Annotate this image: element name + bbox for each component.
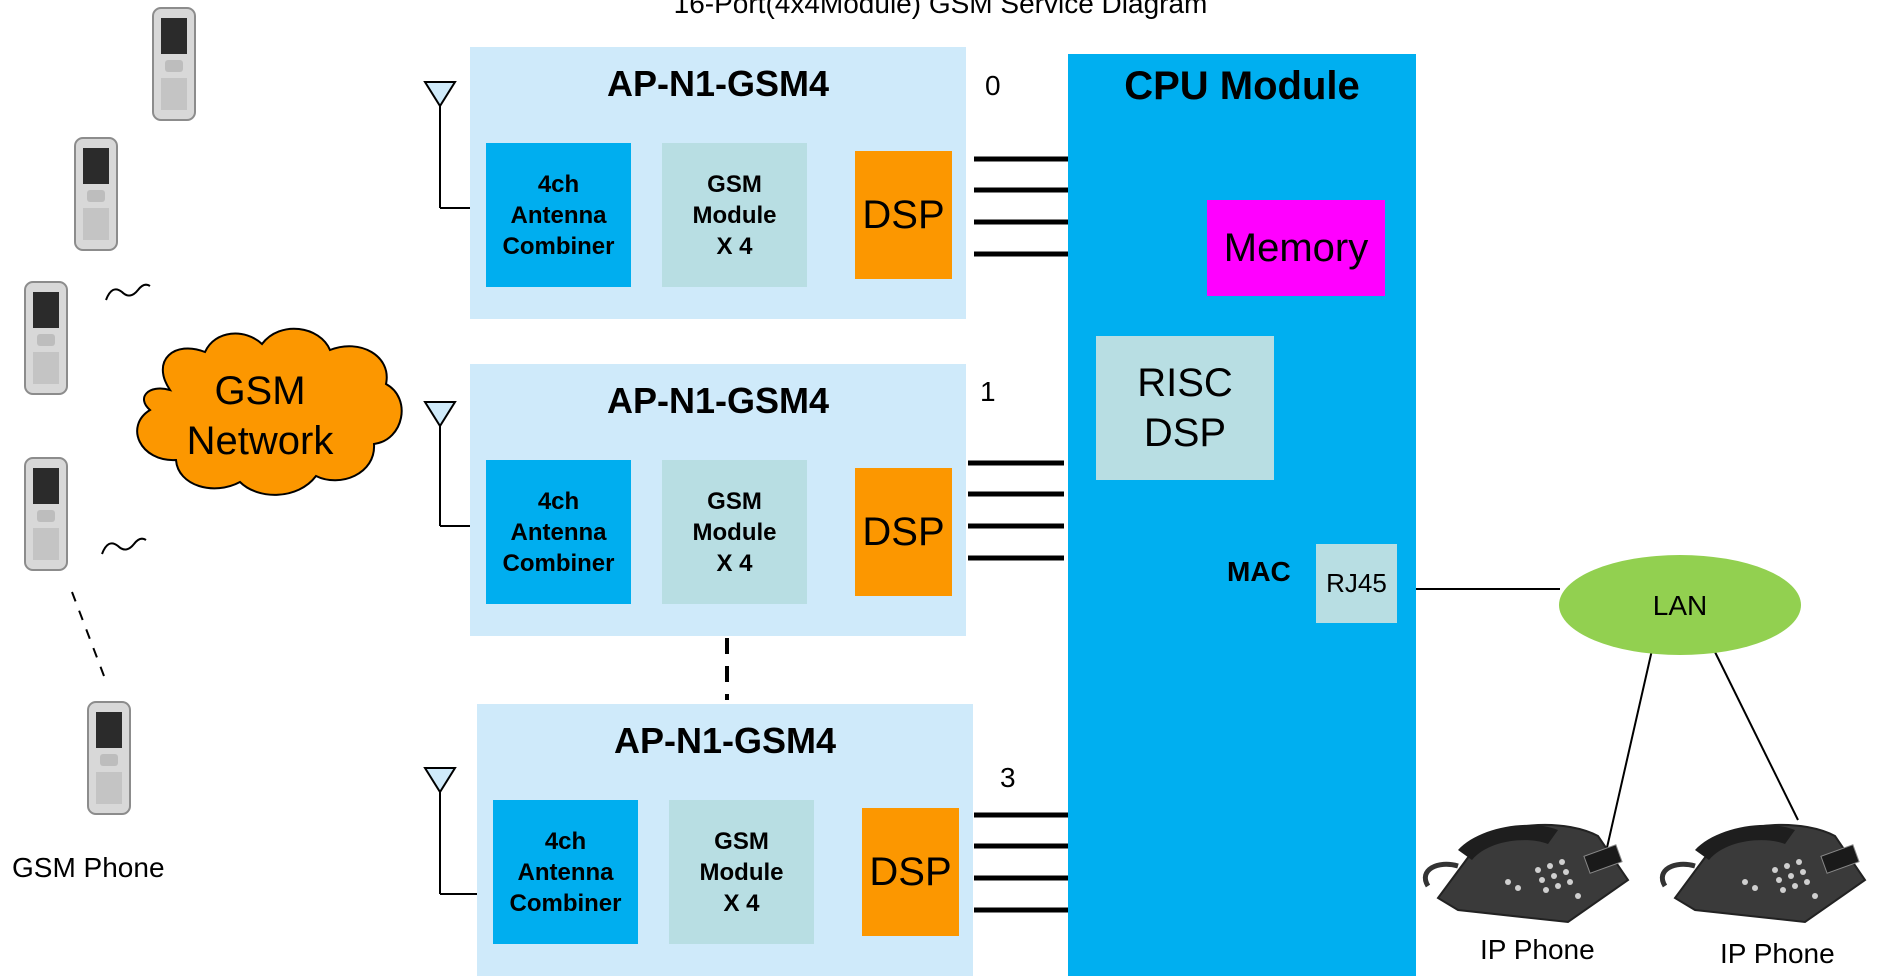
gsm-module-line: GSM Module (692, 170, 777, 229)
gsm-module-block: GSM Module X 4 (662, 143, 807, 287)
mac-label: MAC (1227, 556, 1291, 587)
dsp-block: DSP (855, 151, 952, 279)
dsp-block: DSP (862, 808, 959, 936)
combiner-line: Antenna (510, 201, 607, 229)
combiner-line: 4ch (537, 170, 580, 198)
gsm-module-block: GSM Module X 4 (662, 460, 807, 604)
network-line: Network (186, 419, 334, 463)
gsm-phone-label: GSM Phone (12, 852, 165, 883)
ip-phone-icon (1423, 823, 1630, 924)
combiner-line: Antenna (510, 518, 607, 546)
combiner-line: 4ch (544, 827, 587, 855)
combiner-line: Combiner (509, 889, 622, 917)
lan-phone-link (1713, 649, 1799, 821)
ip-phone-label: IP Phone (1720, 938, 1835, 969)
gsm-network-cloud-icon (136, 327, 403, 496)
combiner-line: Combiner (502, 232, 615, 260)
gsm-module-block: GSM Module X 4 (669, 800, 814, 944)
lan-ellipse (1559, 555, 1801, 655)
wireless-icon (101, 537, 147, 555)
lan-label: LAN (1652, 590, 1708, 621)
gsm-module-line: X 4 (723, 889, 760, 917)
diagram-title: 16-Port(4x4Module) GSM Service Diagram (673, 0, 1208, 19)
ip-phone-label: IP Phone (1480, 934, 1595, 965)
risc-line: RISC (1137, 361, 1233, 405)
gsm-module-line: GSM Module (699, 827, 784, 886)
wireless-icon (105, 283, 151, 301)
combiner-line: Antenna (517, 858, 614, 886)
risc-dsp-block: RISC DSP (1096, 336, 1274, 480)
combiner-line: 4ch (537, 487, 580, 515)
combiner-line: Combiner (502, 549, 615, 577)
module-title: AP-N1-GSM4 (606, 63, 830, 104)
module-title: AP-N1-GSM4 (606, 380, 830, 421)
port-number: 0 (985, 70, 1001, 101)
risc-line: DSP (1143, 411, 1227, 455)
rj45-port: RJ45 (1316, 544, 1397, 623)
module-title: AP-N1-GSM4 (613, 720, 837, 761)
gsm-module-line: GSM Module (692, 487, 777, 546)
memory-block: Memory (1207, 200, 1385, 296)
cpu-module: CPU Module (1068, 54, 1416, 976)
gsm-phone-icon (24, 281, 68, 395)
dsp-block: DSP (855, 468, 952, 596)
cpu-module-title: CPU Module (1124, 64, 1360, 108)
gsm-network-label: GSM Network (180, 366, 340, 466)
gsm-phone-icon (87, 701, 131, 815)
port-number: 1 (980, 376, 996, 407)
gsm-module-line: X 4 (716, 232, 753, 260)
gsm-phone-icon (152, 7, 196, 121)
gsm-phone-icon (24, 457, 68, 571)
lan-phone-link (1605, 649, 1653, 853)
gsm-phone-icon (74, 137, 118, 251)
bus-lines-3 (974, 812, 1070, 913)
ip-phone-icon (1660, 823, 1867, 924)
bus-lines-0 (974, 156, 1070, 257)
bus-lines-1 (968, 460, 1064, 561)
phone-continuation-line (71, 591, 105, 677)
port-number: 3 (1000, 762, 1016, 793)
gsm-module-line: X 4 (716, 549, 753, 577)
antenna-icon (423, 401, 486, 527)
network-line: GSM (214, 369, 306, 413)
